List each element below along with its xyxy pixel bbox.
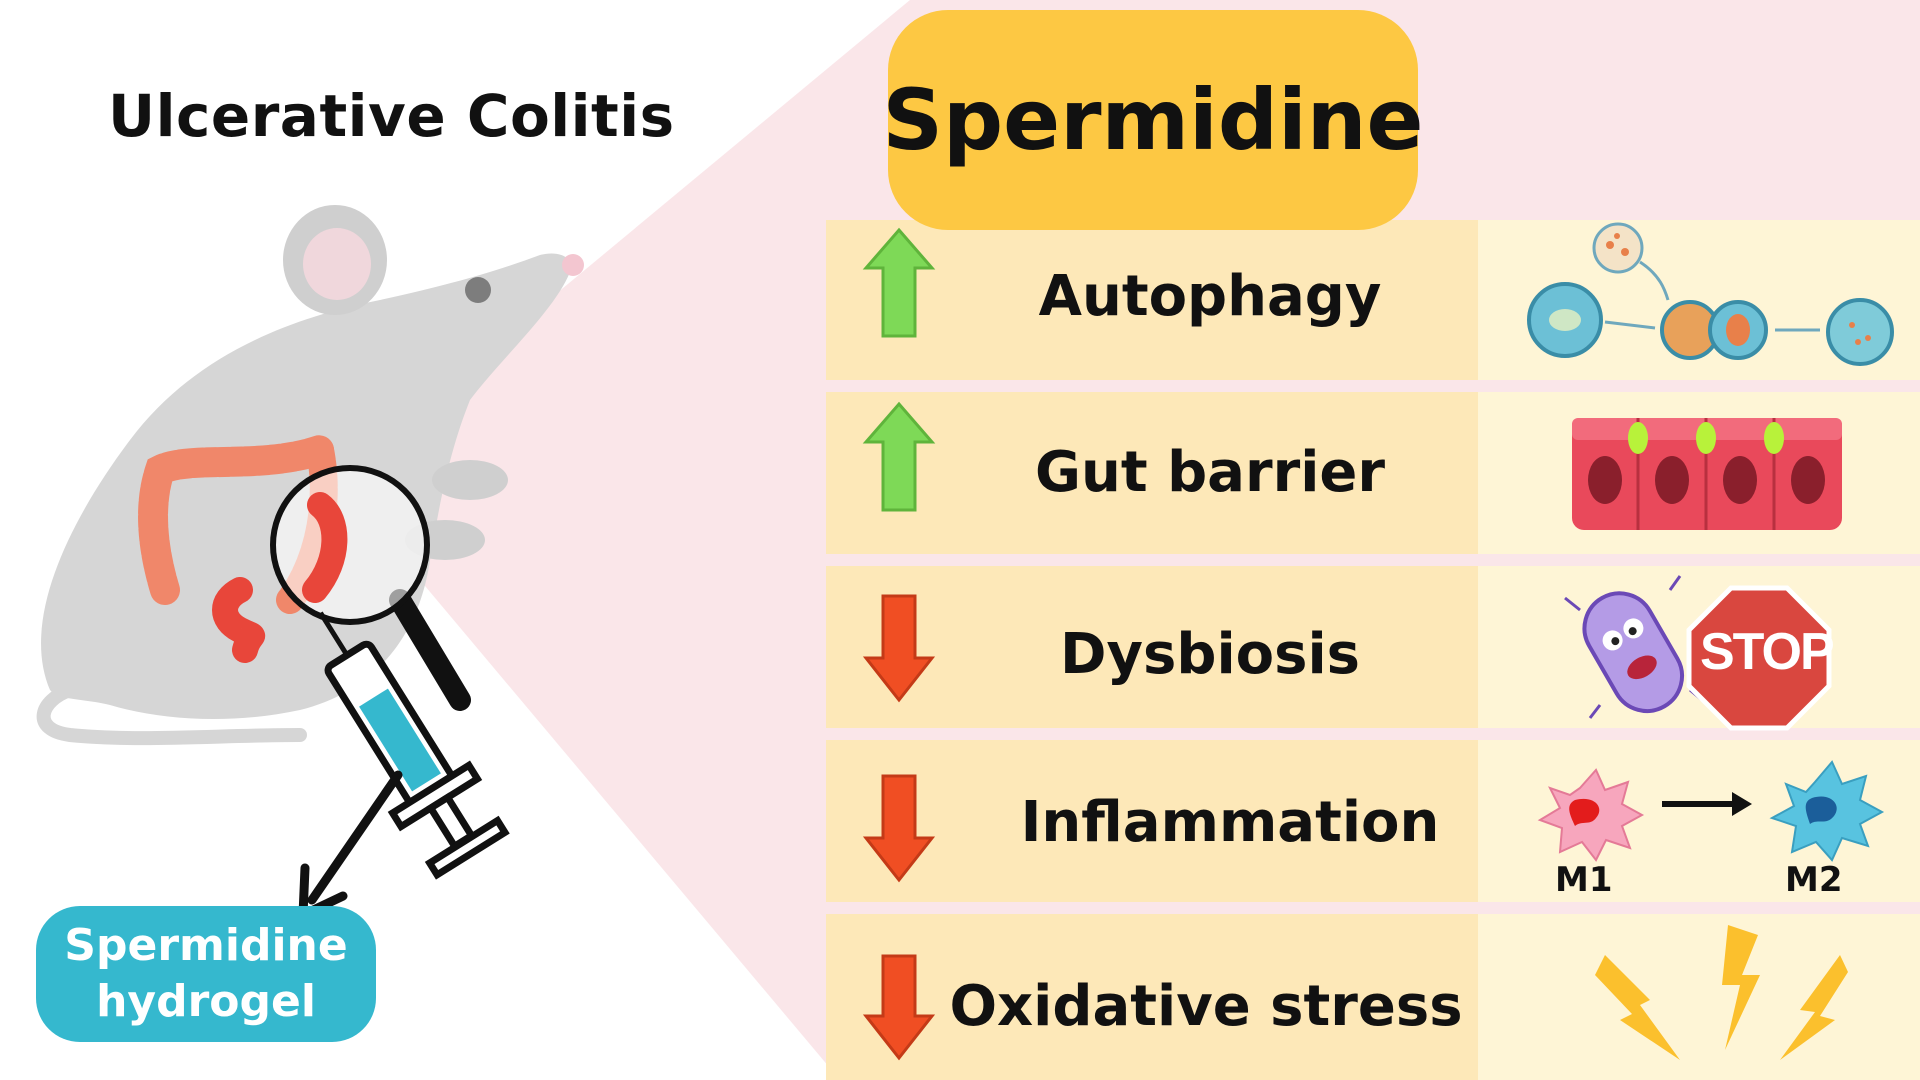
row-label-oxidative-stress: Oxidative stress (949, 974, 1463, 1039)
row-label-dysbiosis: Dysbiosis (1060, 622, 1360, 687)
up-arrow-icon (862, 227, 936, 338)
down-arrow-icon (862, 594, 936, 703)
stop-sign-text: STOP (1700, 623, 1835, 681)
hydrogel-box: Spermidine hydrogel (36, 906, 376, 1042)
left-title: Ulcerative Colitis (108, 82, 675, 150)
epithelium-icon (1572, 418, 1842, 530)
down-arrow-icon (862, 774, 936, 883)
magnifier-icon (270, 465, 471, 711)
lightning-icon (1595, 925, 1848, 1060)
syringe-icon (318, 611, 510, 880)
down-arrow-icon (862, 954, 936, 1061)
row-label-gut-barrier: Gut barrier (1035, 440, 1385, 505)
macrophage-icon (1537, 768, 1645, 862)
main-title-box: Spermidine (882, 10, 1424, 230)
main-title: Spermidine (882, 71, 1424, 169)
macrophage-label-m1: M1 (1555, 860, 1613, 900)
row-label-autophagy: Autophagy (1038, 264, 1382, 329)
up-arrow-icon (862, 401, 936, 512)
m1-to-m2-arrow (1662, 792, 1752, 816)
row-label-inflammation: Inflammation (1020, 790, 1440, 855)
syringe-to-hydrogel-arrow (298, 770, 403, 920)
macrophage-icon (1769, 760, 1885, 862)
hydrogel-label: Spermidine hydrogel (64, 920, 348, 1027)
autophagy-cells-icon (1527, 222, 1894, 366)
stop-sign-icon (1686, 585, 1832, 731)
macrophage-label-m2: M2 (1785, 860, 1843, 900)
